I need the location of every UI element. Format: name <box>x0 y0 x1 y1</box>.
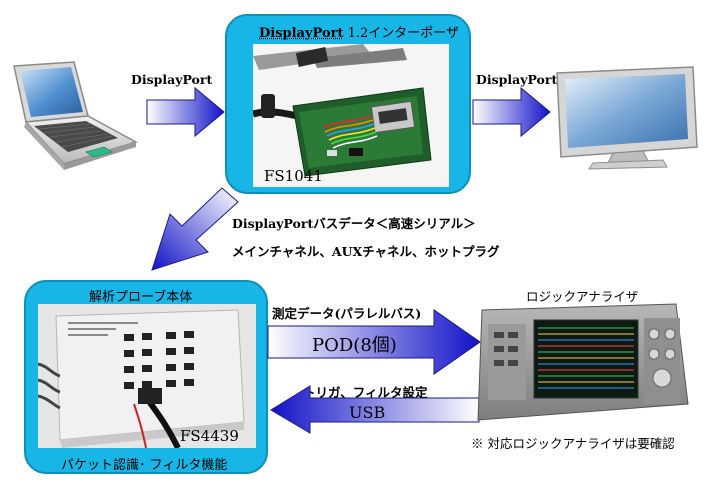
arrow-left-top-label: トリガ、フィルタ設定 <box>303 385 428 400</box>
interposer-model: FS1041 <box>264 167 323 185</box>
laptop-icon <box>2 60 138 172</box>
arrow-usb-left <box>270 385 480 434</box>
interposer-title: DisplayPort 1.2インターポーザ <box>259 22 459 41</box>
interposer-title-brand: DisplayPort <box>259 26 344 41</box>
probe-photo <box>38 304 256 448</box>
arrow-left-main-label: USB <box>349 403 386 422</box>
arrow-right-top-label: 測定データ(パラレルバス) <box>272 306 422 321</box>
logic-analyzer-image <box>476 303 690 424</box>
top-left-displayport-label: DisplayPort <box>131 72 213 87</box>
arrow-right-main-label: POD(8個) <box>312 335 397 356</box>
arrow-interposer-to-probe <box>150 187 240 272</box>
monitor-icon <box>553 65 701 170</box>
analyzer-title: ロジックアナライザ <box>526 289 639 304</box>
interposer-photo <box>253 44 449 187</box>
arrow-pod-right <box>267 308 482 376</box>
compatibility-note: ※ 対応ロジックアナライザは要確認 <box>471 436 675 451</box>
probe-model: FS4439 <box>180 427 239 445</box>
bus-label-2: メインチャネル、AUXチャネル、ホットプラグ <box>232 244 500 259</box>
arrow-laptop-to-interposer <box>146 86 225 138</box>
interposer-title-rest: 1.2インターポーザ <box>343 26 460 41</box>
top-right-displayport-label: DisplayPort <box>476 72 558 87</box>
arrow-interposer-to-monitor <box>472 86 551 138</box>
probe-caption: パケット認識･ フィルタ機能 <box>61 458 228 473</box>
probe-title: 解析プローブ本体 <box>89 290 193 305</box>
bus-label-1: DisplayPortバスデータ＜高速シリアル＞ <box>232 216 476 231</box>
